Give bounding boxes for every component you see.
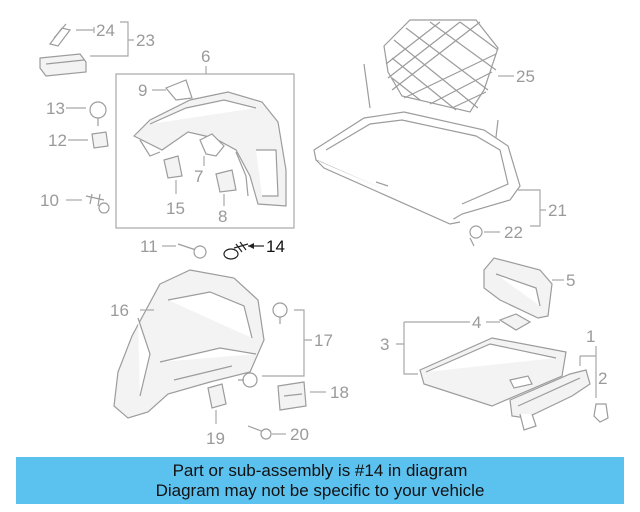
part-6-quarter-trim <box>132 91 287 207</box>
part-18-strip <box>277 381 307 411</box>
banner-line-2: Diagram may not be specific to your vehi… <box>155 480 485 500</box>
callout-1: 1 <box>586 327 595 346</box>
leader-21 <box>518 189 546 227</box>
callout-18: 18 <box>330 383 349 402</box>
callout-12: 12 <box>48 131 67 150</box>
part-9-clip <box>165 79 193 101</box>
part-23-bracket <box>39 53 87 77</box>
part-4-pad <box>498 313 532 331</box>
leader-14-arrow <box>248 243 254 249</box>
callout-4: 4 <box>472 313 481 332</box>
callout-22: 22 <box>504 223 523 242</box>
parts-diagram: 24 23 13 12 10 6 9 7 15 <box>39 19 609 448</box>
part-1-sill-plate <box>509 369 591 431</box>
callout-14: 14 <box>266 237 285 256</box>
callout-7: 7 <box>194 167 203 186</box>
info-banner: Part or sub-assembly is #14 in diagram D… <box>16 457 624 504</box>
part-19-cover <box>207 383 227 409</box>
leader-3 <box>396 321 470 375</box>
part-22-hook <box>469 225 483 247</box>
leader-23 <box>90 21 134 57</box>
callout-3: 3 <box>380 335 389 354</box>
part-14-bolt <box>223 241 249 260</box>
part-20-screw <box>247 425 272 440</box>
callout-15: 15 <box>166 199 185 218</box>
leader-17 <box>262 309 312 377</box>
part-5-tray <box>483 257 553 319</box>
callout-6: 6 <box>201 47 210 66</box>
callout-20: 20 <box>290 425 309 444</box>
part-13-push-pin <box>89 101 107 126</box>
part-17-clip-upper <box>272 302 288 324</box>
part-12-nut <box>91 131 109 149</box>
part-25-cargo-net <box>363 19 499 155</box>
part-10-screw <box>85 193 110 214</box>
part-16-side-panel <box>113 269 265 419</box>
callout-21: 21 <box>548 201 567 220</box>
callout-8: 8 <box>218 207 227 226</box>
callout-10: 10 <box>40 191 59 210</box>
part-7-push-clip <box>199 133 225 157</box>
callout-24: 24 <box>96 21 115 40</box>
part-3-floor-board <box>419 337 567 407</box>
callout-11: 11 <box>140 237 158 256</box>
callout-2: 2 <box>598 369 607 388</box>
banner-line-1: Part or sub-assembly is #14 in diagram <box>172 460 468 480</box>
callout-19: 19 <box>206 429 225 448</box>
callout-25: 25 <box>516 67 535 86</box>
part-2-clip <box>593 403 609 423</box>
part-24-clip <box>48 23 72 47</box>
callout-23: 23 <box>136 31 155 50</box>
callout-16: 16 <box>110 301 129 320</box>
part-8-bracket <box>215 169 237 193</box>
part-17-clip-lower <box>238 372 258 388</box>
callout-13: 13 <box>46 99 65 118</box>
part-21-cover <box>313 111 521 225</box>
group-6-box <box>115 73 295 229</box>
leader-24 <box>76 27 95 33</box>
callout-17: 17 <box>314 331 333 350</box>
part-15-retainer <box>163 155 183 179</box>
leader-1 <box>579 346 597 398</box>
callout-5: 5 <box>566 271 575 290</box>
part-11-bolt <box>177 243 207 259</box>
callout-9: 9 <box>138 81 147 100</box>
